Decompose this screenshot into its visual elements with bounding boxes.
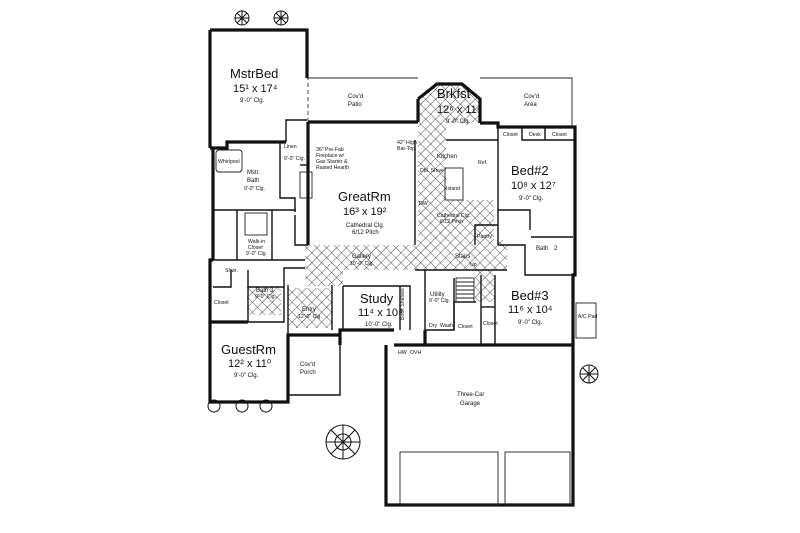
mstr-bath-name2: Bath <box>247 178 259 184</box>
dbl-stove-label: Dbl. Stove <box>420 168 444 174</box>
closet-label-bed3: Closet <box>483 321 498 327</box>
interior-walls <box>213 119 575 345</box>
bath2-name: Bath <box>536 246 548 252</box>
shwr-label: Shwr. <box>225 268 238 274</box>
room-labels: MstrBed 15¹ x 17⁴ 9'-0" Clg. Cov'd Patio… <box>221 66 558 407</box>
bath3-name: Bath 3 <box>256 288 274 294</box>
garage-door-right <box>504 451 571 506</box>
bed2-name: Bed#2 <box>511 163 549 178</box>
closet-label-bed2: Closet <box>503 132 518 138</box>
study-dim: 11⁴ x 10⁴ <box>358 307 403 319</box>
wash-label: Wash <box>440 323 453 329</box>
tree-icon <box>325 424 361 460</box>
guest-rm-clg: 9'-0" Clg. <box>234 373 259 379</box>
bartop-note-1: 42" High <box>397 140 417 146</box>
master-bed-dim: 15¹ x 17⁴ <box>233 83 278 95</box>
walkin-clg: 9'-0" Clg. <box>246 251 267 257</box>
study-name: Study <box>360 291 394 306</box>
utility-name: Utility <box>430 292 445 298</box>
shrub-icon <box>207 399 273 413</box>
ovh-label: OVH <box>410 350 421 356</box>
plant-icon <box>579 364 599 384</box>
covd-area-name: Cov'd <box>524 94 539 100</box>
closet-label-guest: Closet <box>214 300 229 306</box>
desk-label: Desk <box>529 132 541 138</box>
whirlpool-tub <box>215 149 243 173</box>
plant-icon <box>234 10 250 26</box>
master-bed-name: MstrBed <box>230 66 278 81</box>
book-shelves-label: Book Shelves <box>400 288 406 320</box>
covd-patio-name: Cov'd <box>348 94 363 100</box>
room-clg-note: 9'-0" Clg. <box>284 156 305 162</box>
garage-name: Three-Car <box>457 392 484 398</box>
stairs-name: Stairs <box>455 254 470 260</box>
kitchen-name: Kitchen <box>437 154 457 160</box>
great-rm-clg1: Cathedral Clg. <box>346 223 385 229</box>
walkin-name2: Closet <box>248 245 263 251</box>
utility-clg: 9'-0" Clg. <box>429 298 450 304</box>
brkfst-dim: 12⁶ x 11⁴ <box>437 104 482 116</box>
stairs-sub: Up <box>470 262 477 268</box>
pantry-label: Pantry <box>477 234 492 240</box>
dw-label: DW <box>419 201 428 207</box>
ac-pad <box>575 302 597 339</box>
guest-rm-name: GuestRm <box>221 342 276 357</box>
closet-label-hall: Closet <box>458 324 473 330</box>
hw-label: HW <box>398 350 407 356</box>
island-label: Island <box>446 186 460 192</box>
covd-patio-name2: Patio <box>348 102 362 108</box>
plant-icon <box>273 10 289 26</box>
garage-door-left <box>399 451 499 506</box>
gallery-clg: 10'-0" Clg. <box>350 261 374 267</box>
kitchen-clg-note-2: 6/12 Pitch <box>440 219 463 225</box>
kitchen-island <box>444 167 464 201</box>
covd-porch-name: Cov'd <box>300 362 315 368</box>
ac-pad-label: A/C Pad <box>578 314 597 320</box>
kitchen-clg-note-1: Cathedral Clg. <box>437 213 470 219</box>
study-clg: 10'-0" Clg. <box>365 322 393 328</box>
closet-label-bed2b: Closet <box>552 132 567 138</box>
mstr-bath-clg: 9'-0" Clg. <box>244 186 265 192</box>
mstr-bath-name: Mstr. <box>247 170 260 176</box>
fireplace-note-2: Fireplace w/ <box>316 153 345 159</box>
gallery-name: Gallery <box>352 254 371 260</box>
whirlpool-label: Whirlpool <box>218 159 240 165</box>
fireplace-note-4: Raised Hearth <box>316 165 349 171</box>
walkin-name: Walk-in <box>248 239 265 245</box>
entry-name: Entry <box>302 307 316 313</box>
bed2-dim: 10⁸ x 12⁷ <box>511 180 556 192</box>
bed3-name: Bed#3 <box>511 288 549 303</box>
stair-treads <box>455 277 475 303</box>
bed2-clg: 9'-0" Clg. <box>519 196 544 202</box>
guest-rm-dim: 12² x 11⁰ <box>228 358 272 370</box>
bed3-dim: 11⁶ x 10⁴ <box>508 304 553 316</box>
bath2-name2: 2 <box>554 246 558 252</box>
tile-floor <box>247 84 507 328</box>
fireplace-note-1: 36" Pre-Fab <box>316 147 344 153</box>
exterior-walls <box>208 28 577 507</box>
bartop-note-2: Bar-Top <box>397 146 415 152</box>
fireplace-note-3: Gas Starter & <box>316 159 348 165</box>
great-rm-name: GreatRm <box>338 189 391 204</box>
plan-notes: 36" Pre-Fab Fireplace w/ Gas Starter & R… <box>214 132 597 356</box>
shower <box>244 212 268 236</box>
brkfst-name: Brkfst <box>437 86 471 101</box>
garage-name2: Garage <box>460 401 481 407</box>
great-rm-clg2: 6/12 Pitch <box>352 230 379 236</box>
linen-label: Linen <box>284 144 297 150</box>
great-rm-dim: 16³ x 19² <box>343 206 387 218</box>
ref-label: Ref. <box>478 160 488 166</box>
entry-clg: 12'-0" Clg. <box>298 314 322 320</box>
bed3-clg: 9'-0" Clg. <box>518 320 543 326</box>
brkfst-clg: 9'-0" Clg. <box>446 119 471 125</box>
covd-area-name2: Area <box>524 102 537 108</box>
fireplace <box>299 171 313 199</box>
master-bed-clg: 9'-0" Clg. <box>240 98 265 104</box>
dry-label: Dry <box>429 323 437 329</box>
bath3-clg: 9'-0" Clg. <box>255 294 276 300</box>
covd-porch-name2: Porch <box>300 370 316 376</box>
